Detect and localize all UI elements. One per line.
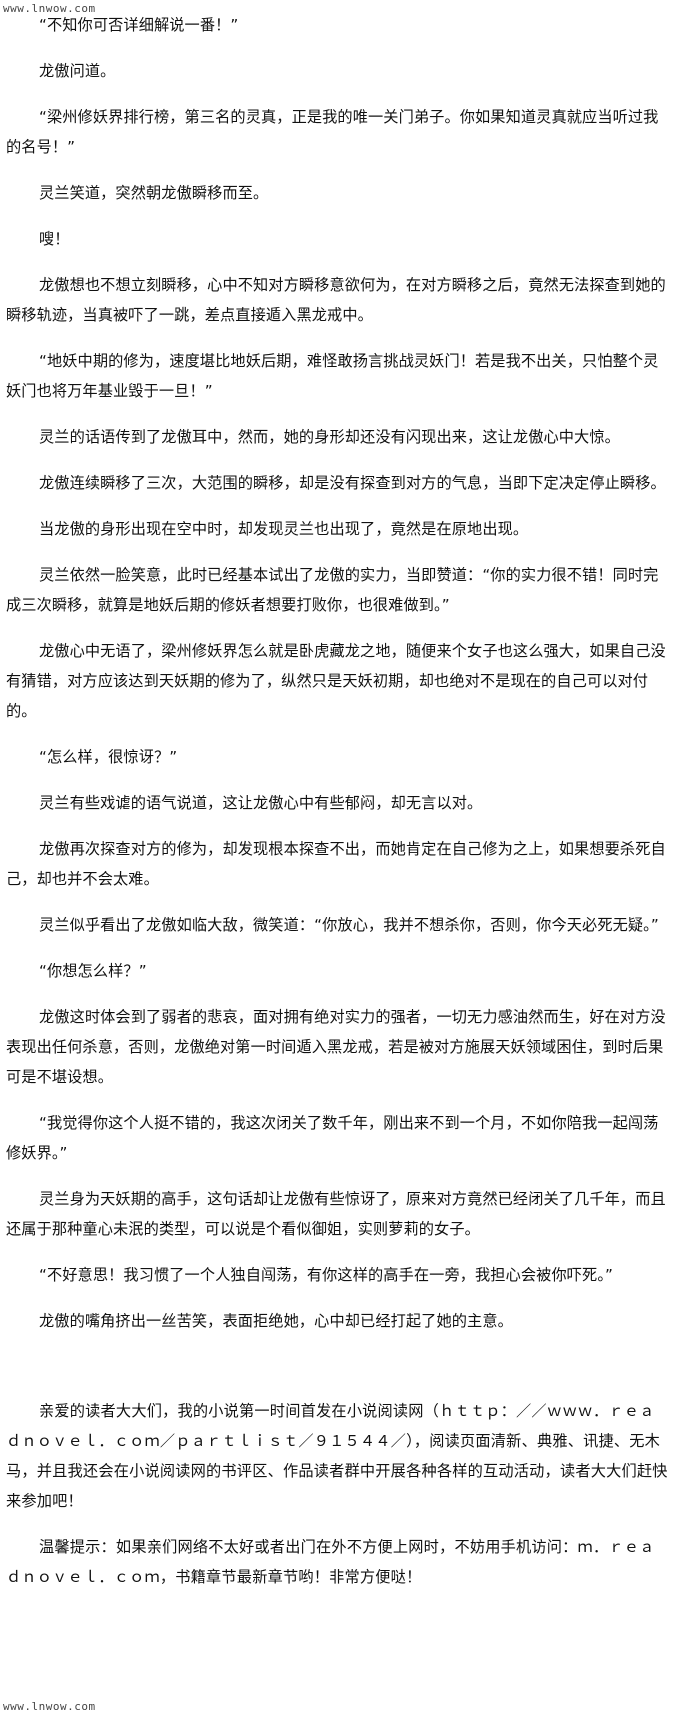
paragraph: 嗖！ bbox=[39, 230, 70, 248]
paragraph: “不知你可否详细解说一番！” bbox=[39, 16, 239, 34]
paragraph: 当龙傲的身形出现在空中时，却发现灵兰也出现了，竟然是在原地出现。 bbox=[39, 520, 529, 538]
paragraph: 龙傲想也不想立刻瞬移，心中不知对方瞬移意欲何为，在对方瞬移之后，竟然无法探查到她… bbox=[6, 276, 666, 324]
paragraph: “地妖中期的修为，速度堪比地妖后期，难怪敢扬言挑战灵妖门！若是我不出关，只怕整个… bbox=[6, 352, 659, 400]
paragraph: “你想怎么样？” bbox=[39, 962, 147, 980]
paragraph: 灵兰依然一脸笑意，此时已经基本试出了龙傲的实力，当即赞道：“你的实力很不错！同时… bbox=[6, 566, 659, 614]
paragraph: 龙傲再次探查对方的修为，却发现根本探查不出，而她肯定在自己修为之上，如果想要杀死… bbox=[6, 840, 666, 888]
notice-tip: 温馨提示：如果亲们网络不太好或者出门在外不方便上网时，不妨用手机访问：ｍ．ｒｅａ… bbox=[6, 1538, 655, 1586]
article-body: “不知你可否详细解说一番！” 龙傲问道。 “梁州修妖界排行榜，第三名的灵真，正是… bbox=[0, 10, 680, 1592]
notice-paragraph: 亲爱的读者大大们，我的小说第一时间首发在小说阅读网（ｈｔｔｐ：／／ｗｗｗ．ｒｅａ… bbox=[6, 1402, 668, 1510]
paragraph: 灵兰笑道，突然朝龙傲瞬移而至。 bbox=[39, 184, 269, 202]
paragraph: “怎么样，很惊讶？” bbox=[39, 748, 178, 766]
paragraph: 灵兰有些戏谑的语气说道，这让龙傲心中有些郁闷，却无言以对。 bbox=[39, 794, 483, 812]
paragraph: 灵兰似乎看出了龙傲如临大敌，微笑道：“你放心，我并不想杀你，否则，你今天必死无疑… bbox=[39, 916, 659, 934]
paragraph: “不好意思！我习惯了一个人独自闯荡，有你这样的高手在一旁，我担心会被你吓死。” bbox=[39, 1266, 613, 1284]
paragraph: 灵兰身为天妖期的高手，这句话却让龙傲有些惊讶了，原来对方竟然已经闭关了几千年，而… bbox=[6, 1190, 666, 1238]
paragraph: 龙傲心中无语了，梁州修妖界怎么就是卧虎藏龙之地，随便来个女子也这么强大，如果自己… bbox=[6, 642, 666, 720]
watermark-bottom: www.lnwow.com bbox=[3, 1700, 96, 1713]
paragraph: 龙傲这时体会到了弱者的悲哀，面对拥有绝对实力的强者，一切无力感油然而生，好在对方… bbox=[6, 1008, 666, 1086]
paragraph: “梁州修妖界排行榜，第三名的灵真，正是我的唯一关门弟子。你如果知道灵真就应当听过… bbox=[6, 108, 659, 156]
paragraph: 龙傲问道。 bbox=[39, 62, 116, 80]
paragraph: “我觉得你这个人挺不错的，我这次闭关了数千年，刚出来不到一个月，不如你陪我一起闯… bbox=[6, 1114, 659, 1162]
paragraph: 灵兰的话语传到了龙傲耳中，然而，她的身形却还没有闪现出来，这让龙傲心中大惊。 bbox=[39, 428, 620, 446]
paragraph: 龙傲连续瞬移了三次，大范围的瞬移，却是没有探查到对方的气息，当即下定决定停止瞬移… bbox=[39, 474, 666, 492]
paragraph: 龙傲的嘴角挤出一丝苦笑，表面拒绝她，心中却已经打起了她的主意。 bbox=[39, 1312, 513, 1330]
watermark-top: www.lnwow.com bbox=[3, 2, 96, 15]
